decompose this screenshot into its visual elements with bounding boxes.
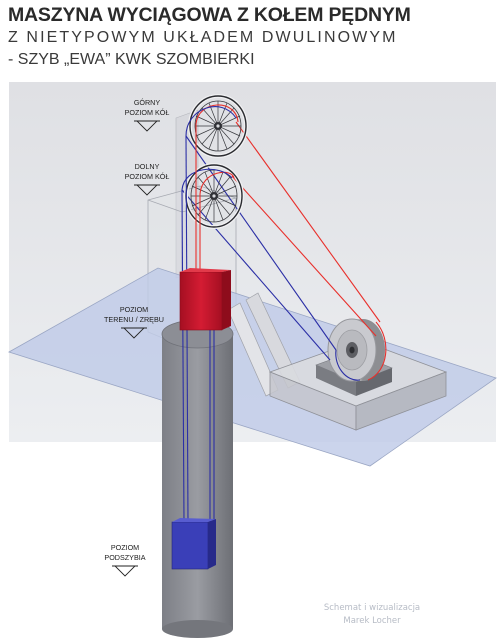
level-bottom-line2: PODSZYBIA: [104, 553, 145, 562]
rope-arc-lower-blue: [181, 168, 233, 191]
ropes-inclined: [181, 121, 381, 361]
level-lower-line2: POZIOM KÓŁ: [125, 172, 170, 181]
level-lower-line1: DOLNY: [135, 162, 160, 171]
level-ground: POZIOM TERENU / ZRĘBU: [104, 305, 164, 339]
red-cage: [179, 268, 231, 331]
rope-wrap-red: [367, 321, 387, 381]
title-line-1: MASZYNA WYCIĄGOWA Z KOŁEM PĘDNYM: [8, 4, 411, 26]
level-upper-line2: POZIOM KÓŁ: [125, 108, 170, 117]
level-ground-line1: POZIOM: [120, 305, 148, 314]
title-block: MASZYNA WYCIĄGOWA Z KOŁEM PĘDNYM Z NIETY…: [8, 3, 498, 70]
level-upper-line1: GÓRNY: [134, 98, 161, 107]
title-line-2: Z NIETYPOWYM UKŁADEM DWULINOWYM: [8, 29, 398, 46]
level-ground-line2: TERENU / ZRĘBU: [104, 315, 164, 324]
title-line-3: - SZYB „EWA” KWK SZOMBIERKI: [8, 51, 255, 68]
level-upper: GÓRNY POZIOM KÓŁ: [125, 98, 170, 132]
rope-arc-upper-blue: [185, 106, 237, 137]
ropes-vertical: [181, 124, 215, 523]
level-lower: DOLNY POZIOM KÓŁ: [125, 162, 170, 196]
rope-arc-lower-red: [199, 171, 235, 195]
level-bottom-line1: POZIOM: [111, 543, 139, 552]
credit-line-1: Schemat i wizualizacja: [324, 603, 420, 613]
rope-arc-upper-red: [195, 104, 239, 125]
rope-wrap-blue: [335, 349, 361, 381]
credit-line-2: Marek Locher: [343, 616, 401, 626]
blue-cage: [171, 518, 216, 570]
shaft-cylinder: [161, 319, 234, 638]
upper-sheave-wheel: [188, 94, 248, 158]
drive-wheel: [327, 318, 385, 382]
level-bottom: POZIOM PODSZYBIA: [104, 543, 146, 577]
